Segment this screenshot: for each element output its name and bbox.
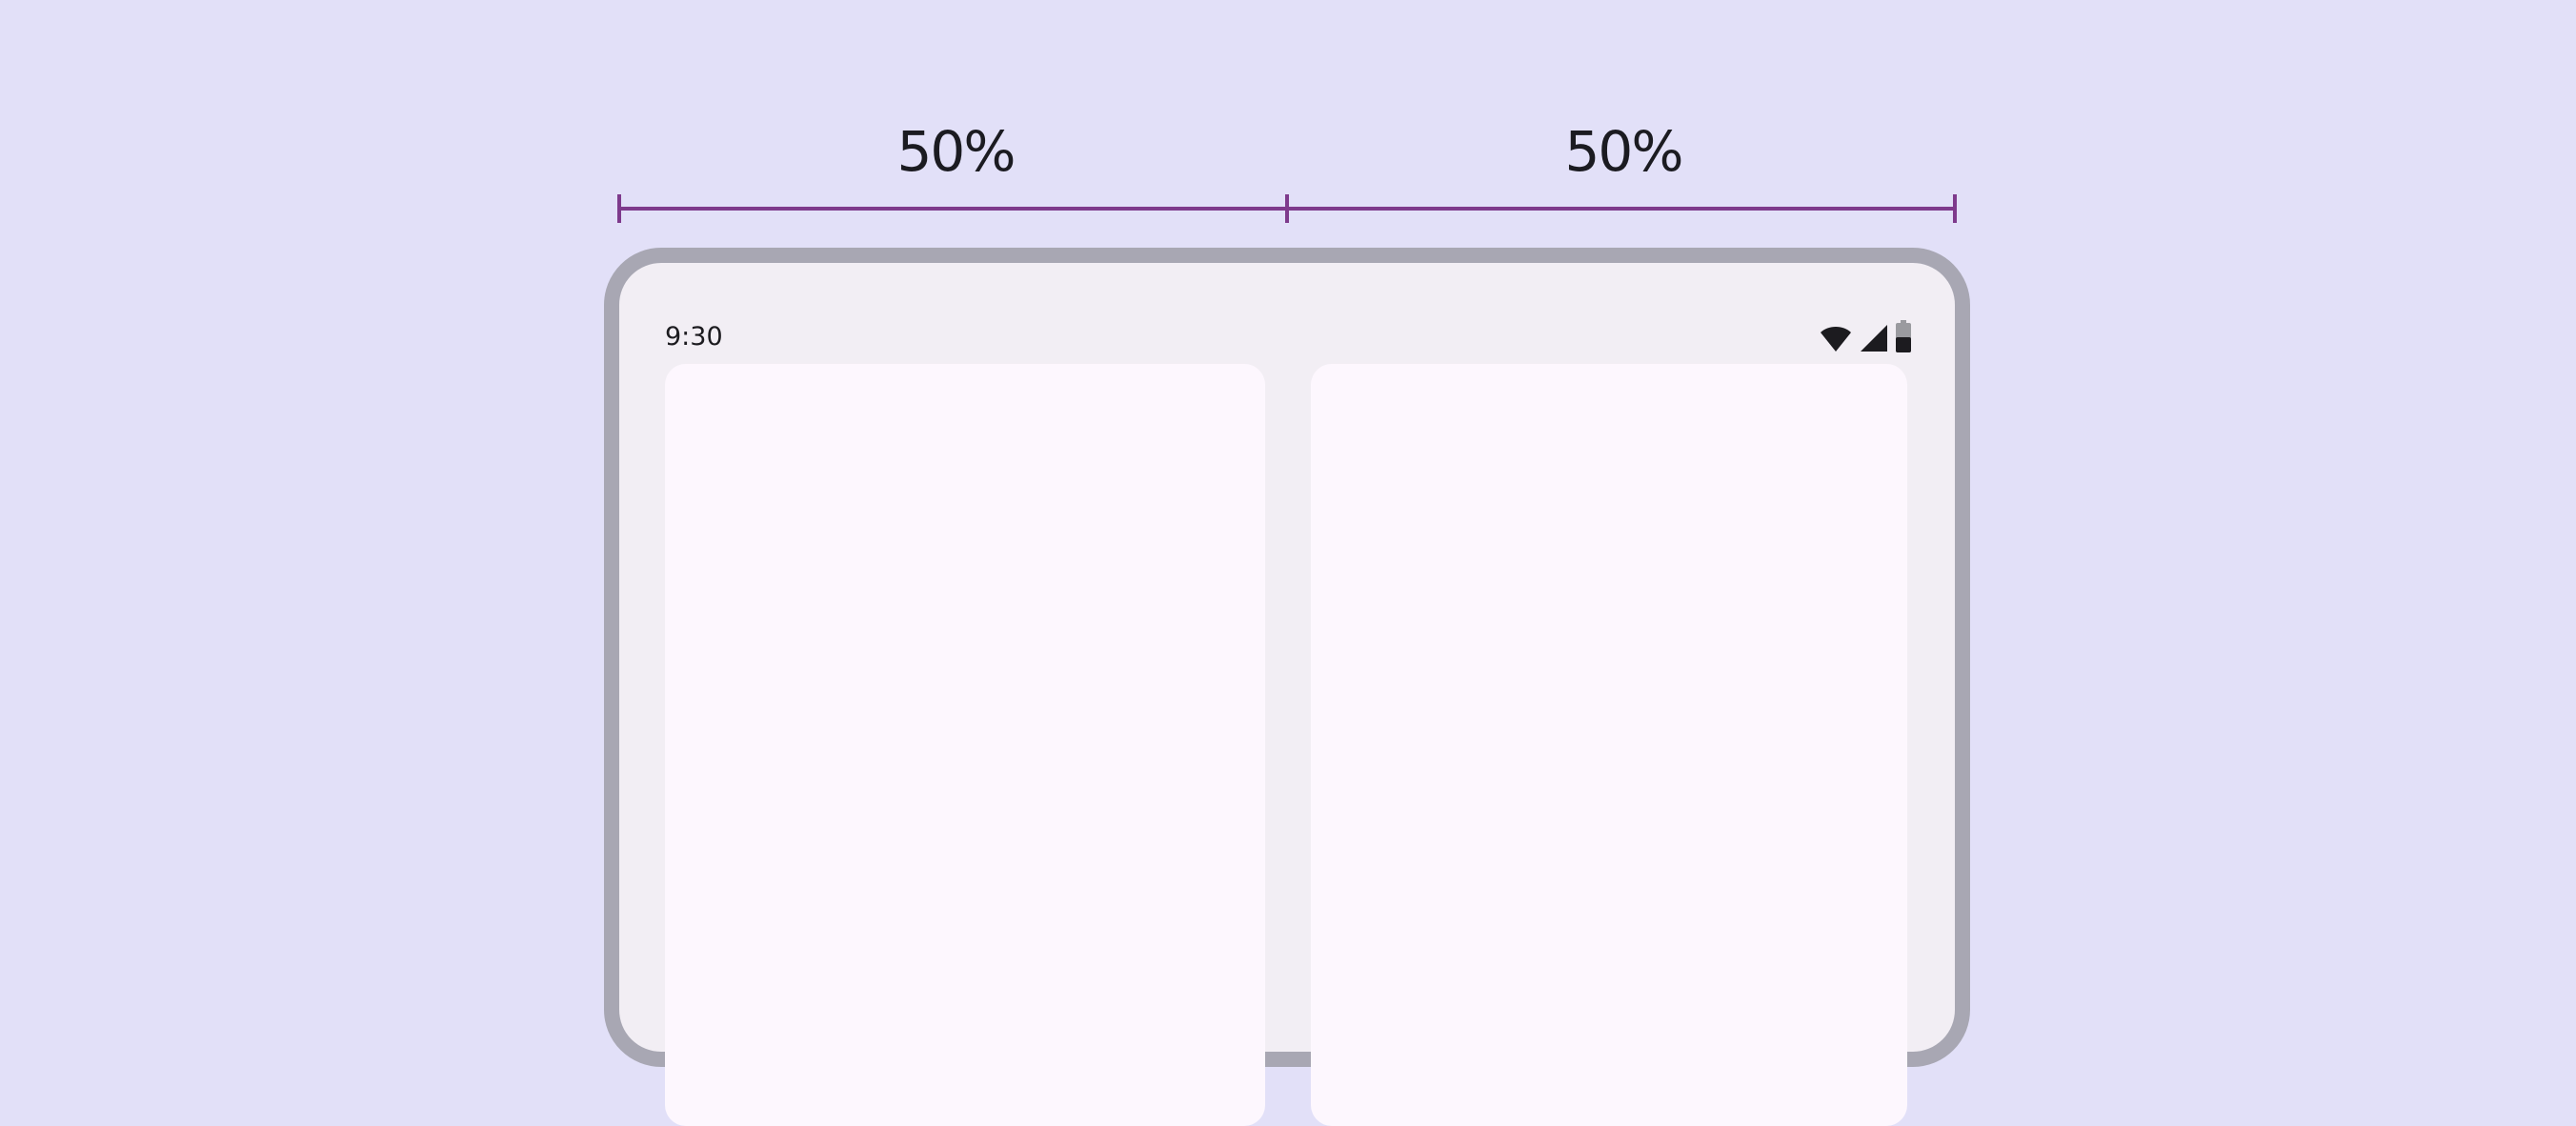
right-pane <box>1311 364 1907 1126</box>
measure-label-right: 50% <box>1564 119 1684 184</box>
status-icons <box>1820 318 1911 352</box>
wifi-icon <box>1821 327 1851 352</box>
foldable-device: 9:30 <box>604 248 1970 1126</box>
status-time: 9:30 <box>665 322 723 352</box>
left-pane <box>665 364 1265 1126</box>
battery-icon <box>1896 320 1911 352</box>
width-ruler <box>617 194 1957 223</box>
cellular-signal-icon <box>1861 325 1887 352</box>
measure-label-left: 50% <box>896 119 1016 184</box>
